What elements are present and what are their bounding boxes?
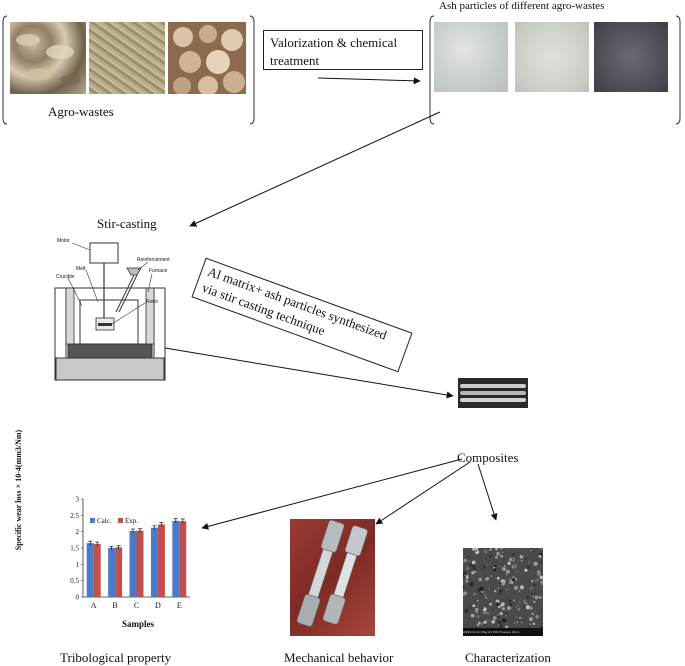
- furnace-label: Furnace: [149, 268, 168, 274]
- bar-calc: [129, 531, 137, 597]
- ash-photo-2: [515, 22, 589, 92]
- legend-label: Calc.: [97, 517, 112, 525]
- bar-calc: [172, 520, 180, 597]
- x-tick-label: A: [91, 601, 97, 610]
- x-tick-label: D: [155, 601, 161, 610]
- ash-particles-label: Ash particles of different agro-wastes: [439, 0, 605, 12]
- motor-label: Motor: [57, 238, 70, 244]
- mechanical-photo: [290, 519, 375, 636]
- reinforcement-label: Reinforcement: [137, 257, 170, 263]
- composites-label: Composites: [457, 450, 519, 465]
- mechanical-label: Mechanical behavior: [284, 650, 394, 665]
- bar-exp: [93, 544, 101, 597]
- legend-swatch: [90, 518, 95, 523]
- tribological-label: Tribological property: [60, 650, 172, 665]
- stir-casting-label: Stir-casting: [97, 216, 157, 231]
- composite-rods-photo: [458, 378, 528, 408]
- x-tick-label: C: [134, 601, 139, 610]
- characterization-label: Characterization: [465, 650, 551, 665]
- bar-calc: [150, 527, 158, 597]
- y-tick-label: 1.5: [70, 545, 79, 553]
- x-tick-label: E: [177, 601, 182, 610]
- ash-photo-1: [434, 22, 508, 92]
- agro-waste-photo-1: [10, 22, 86, 94]
- arrow-valorization: [317, 77, 421, 85]
- y-tick-label: 2.5: [70, 512, 79, 520]
- bar-exp: [179, 521, 187, 597]
- valorization-box: Valorization & chemical treatment: [263, 30, 423, 70]
- sem-photo: ANSCCC EC Mag HV WD Pressure 10um: [463, 548, 543, 636]
- legend-swatch: [118, 518, 123, 523]
- agro-waste-photo-3: [168, 22, 246, 94]
- y-tick-label: 3: [76, 496, 80, 504]
- sem-caption-bar: ANSCCC EC Mag HV WD Pressure 10um: [463, 628, 543, 636]
- chart-ylabel: Specific wear loss × 10-4(mm3/Nm): [14, 429, 23, 551]
- arrow-to-characterization: [477, 463, 498, 521]
- y-tick-label: 2: [76, 528, 80, 536]
- crucible-label: Crucible: [56, 274, 75, 280]
- synthesis-box: Al matrix+ ash particles synthesized via…: [191, 257, 413, 373]
- sem-caption: ANSCCC EC Mag HV WD Pressure 10um: [463, 630, 520, 634]
- melt-label: Melt: [76, 266, 86, 272]
- bar-calc: [86, 543, 94, 597]
- y-tick-label: 1: [76, 561, 80, 569]
- bar-exp: [115, 547, 123, 597]
- y-tick-label: 0.5: [70, 577, 79, 585]
- rotor-label: Rotor: [146, 299, 159, 305]
- synthesis-label: Al matrix+ ash particles synthesized via…: [200, 263, 389, 343]
- bar-exp: [136, 530, 144, 597]
- bar-exp: [157, 524, 165, 597]
- agro-wastes-label: Agro-wastes: [48, 104, 114, 119]
- arrow-to-tribological: [201, 458, 463, 530]
- legend-label: Exp.: [125, 517, 138, 525]
- arrow-to-composite-rods: [164, 347, 454, 399]
- sem-texture: [463, 548, 543, 629]
- arrow-to-mechanical: [375, 461, 471, 525]
- chart-xlabel: Samples: [122, 619, 155, 629]
- agro-waste-photo-2: [89, 22, 165, 94]
- arrow-to-stir-casting: [189, 111, 441, 227]
- valorization-label: Valorization & chemical treatment: [270, 35, 398, 68]
- bar-calc: [108, 548, 116, 597]
- y-tick-label: 0: [76, 594, 80, 602]
- ash-photo-3: [594, 22, 668, 92]
- x-tick-label: B: [112, 601, 117, 610]
